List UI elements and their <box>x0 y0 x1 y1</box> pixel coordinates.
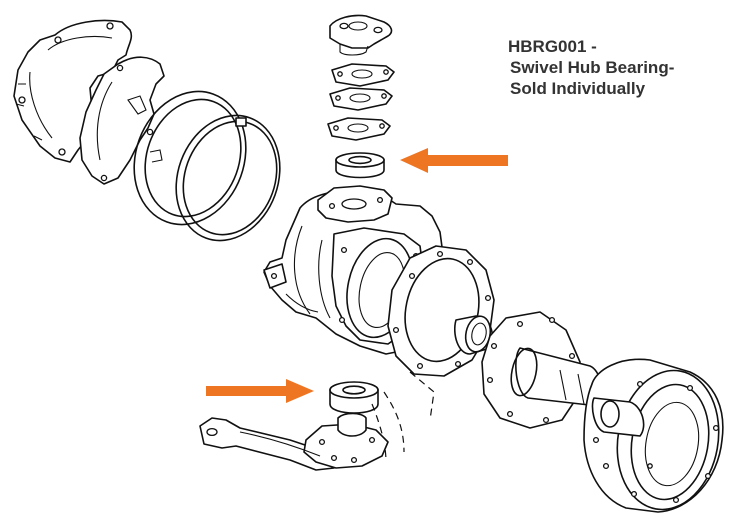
retainer-gasket <box>79 56 165 185</box>
upper-swivel-hub-bearing <box>335 152 385 179</box>
oil-seal-retainer-plate <box>13 19 133 163</box>
swivel-seal-ring <box>133 90 247 226</box>
lower-swivel-hub-bearing <box>329 381 379 414</box>
part-caption: HBRG001 - Swivel Hub Bearing- Sold Indiv… <box>508 36 728 99</box>
shim-stack <box>327 63 395 141</box>
assembly-guide-lines <box>371 371 435 463</box>
stub-axle <box>481 311 603 429</box>
lower-swivel-pin-and-arm <box>199 412 389 471</box>
part-description-label: Swivel Hub Bearing- <box>510 58 675 77</box>
felt-seal-ring <box>175 114 281 242</box>
part-number-label: HBRG001 - <box>508 37 597 56</box>
stub-axle-bush <box>454 315 494 355</box>
top-swivel-pin <box>329 14 393 56</box>
wheel-hub <box>583 358 724 513</box>
sale-note-label: Sold Individually <box>510 79 646 98</box>
arrow-right-icon <box>206 379 314 403</box>
arrow-left-icon <box>400 148 508 173</box>
